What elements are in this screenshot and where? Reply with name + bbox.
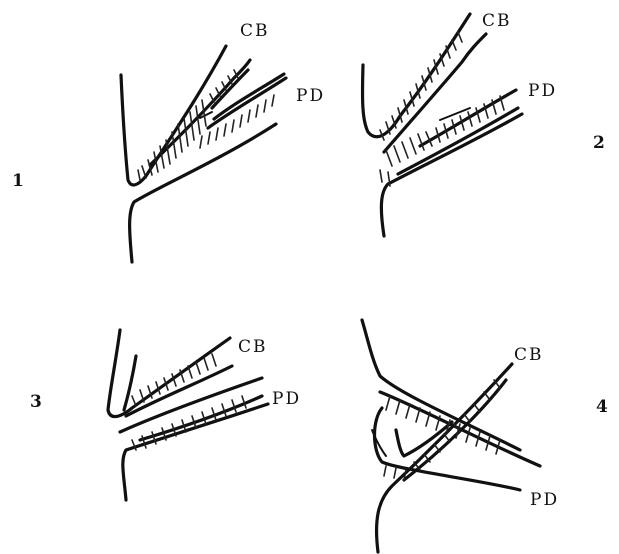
panel-2-pd-label: PD: [528, 81, 557, 101]
panel-1-pd-label: PD: [296, 86, 325, 106]
panel-1-cb-label: CB: [240, 21, 270, 41]
panel-4-number: 4: [596, 397, 608, 417]
panel-1: 1 CB PD: [12, 21, 325, 262]
panel-2: 2 CB PD: [363, 11, 605, 236]
panel-2-cb-label: CB: [482, 11, 512, 31]
panel-4: 4 CB PD: [362, 320, 608, 552]
panel-1-number: 1: [12, 171, 24, 191]
panel-3: 3 CB PD: [30, 330, 301, 500]
panel-3-pd-label: PD: [272, 389, 301, 409]
panel-2-number: 2: [593, 133, 605, 153]
panel-3-cb-label: CB: [238, 337, 268, 357]
panel-3-number: 3: [30, 392, 42, 412]
panel-4-cb-label: CB: [514, 345, 544, 365]
panel-4-pd-label: PD: [530, 490, 559, 510]
panel-1-duct-walls: [121, 46, 286, 262]
